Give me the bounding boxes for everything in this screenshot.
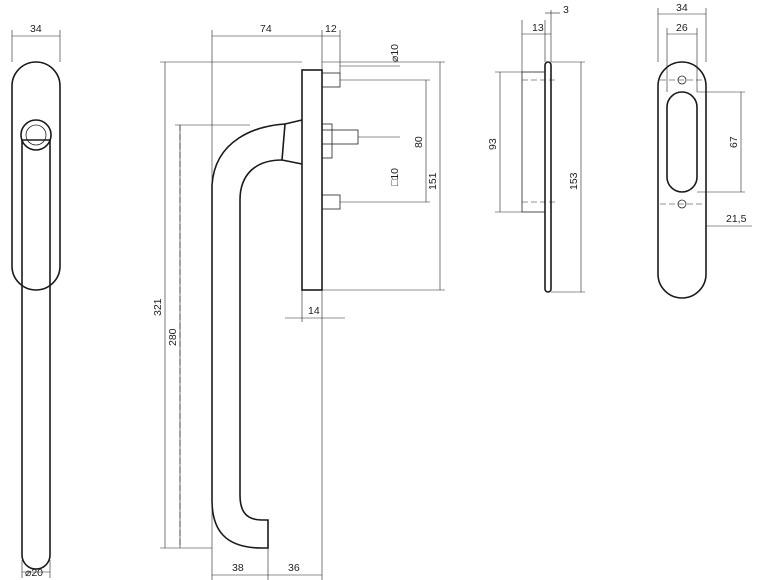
side-grip-height-label: 280	[167, 328, 179, 346]
plate-top-label: 3	[563, 4, 569, 16]
side-pin-diameter-label: ⌀10	[389, 44, 401, 62]
front-lever-boss-inner	[25, 124, 47, 146]
back-width-label: 34	[676, 2, 688, 14]
side-plate-height-label: 151	[427, 172, 439, 190]
side-rose-plate	[301, 69, 323, 291]
plate-inner-block	[521, 71, 546, 213]
side-offset-label: 12	[325, 23, 337, 35]
back-offset-label: 21,5	[726, 213, 747, 225]
plate-height-label: 153	[568, 172, 580, 190]
front-rose-plate	[11, 61, 61, 291]
back-plate	[657, 61, 707, 299]
side-lever-neck	[281, 119, 303, 165]
side-spindle-square-label: □10	[389, 168, 401, 186]
side-lever-grip	[211, 123, 286, 549]
back-slot-width-label: 26	[676, 22, 688, 34]
side-grip-end-label: 36	[288, 562, 300, 574]
back-slot	[666, 91, 698, 193]
front-view: 34 ⌀20	[11, 23, 61, 579]
side-spindle	[321, 129, 359, 145]
back-slot-height-label: 67	[728, 136, 740, 148]
plate-depth-label: 13	[532, 22, 544, 34]
side-overall-height-label: 321	[152, 298, 164, 316]
front-diameter-label: ⌀20	[25, 567, 43, 579]
side-grip-offset-label: 38	[232, 562, 244, 574]
back-view: 34 26 67 21,5	[657, 2, 752, 299]
side-depth-label: 74	[260, 23, 272, 35]
plate-body	[544, 61, 552, 293]
plate-side-view: 13 3 93 153	[487, 4, 585, 293]
side-spindle-collar	[321, 123, 333, 159]
front-lever-bar	[21, 139, 51, 570]
plate-inner-label: 93	[487, 138, 499, 150]
side-pin-top	[321, 72, 341, 88]
side-pin-spacing-label: 80	[413, 136, 425, 148]
side-view: 74 12 ⌀10 151 80 □10 14 321 280 38	[152, 23, 445, 580]
side-pin-bottom	[321, 194, 341, 210]
front-lever-boss	[20, 119, 52, 151]
front-width-label: 34	[30, 23, 42, 35]
side-rose-thickness-label: 14	[308, 305, 320, 317]
